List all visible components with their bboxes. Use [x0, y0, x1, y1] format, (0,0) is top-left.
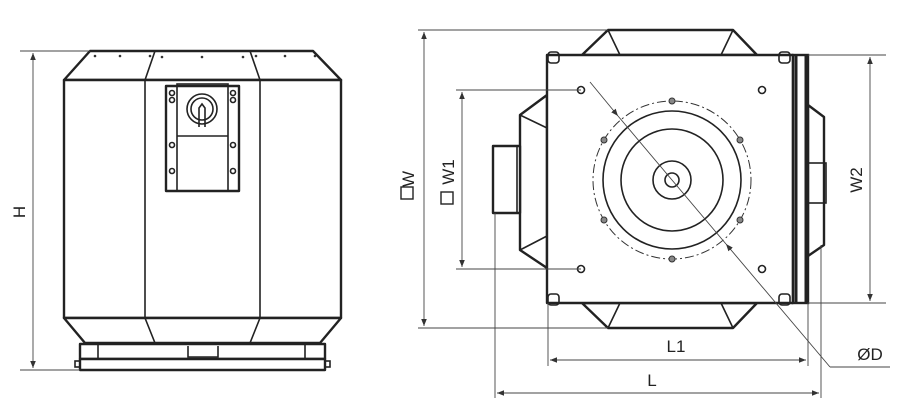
dimension-l: L — [494, 213, 822, 398]
dimension-l1: L1 — [547, 303, 809, 366]
top-rivets — [93, 54, 317, 59]
label-diameter: ØD — [857, 345, 883, 364]
base-frame — [74, 342, 331, 372]
control-switch-box — [164, 83, 241, 193]
label-h: H — [10, 206, 29, 218]
label-w2: W2 — [847, 167, 866, 193]
label-w1: W1 — [439, 159, 458, 185]
side-view: H — [10, 49, 343, 372]
label-l: L — [647, 371, 656, 390]
rotary-switch-icon — [186, 93, 218, 125]
motor-shaft-icon — [664, 172, 680, 188]
dimension-w: W — [399, 29, 608, 329]
corner-bolts — [547, 51, 791, 306]
dimension-w1: W1 — [439, 89, 581, 270]
top-view: W W1 W2 L1 L — [399, 28, 890, 398]
dimension-h: H — [10, 50, 90, 371]
dimension-diameter: ØD — [589, 81, 890, 368]
cable-gland-box — [491, 144, 522, 215]
label-l1: L1 — [667, 337, 686, 356]
label-w: W — [399, 171, 418, 187]
